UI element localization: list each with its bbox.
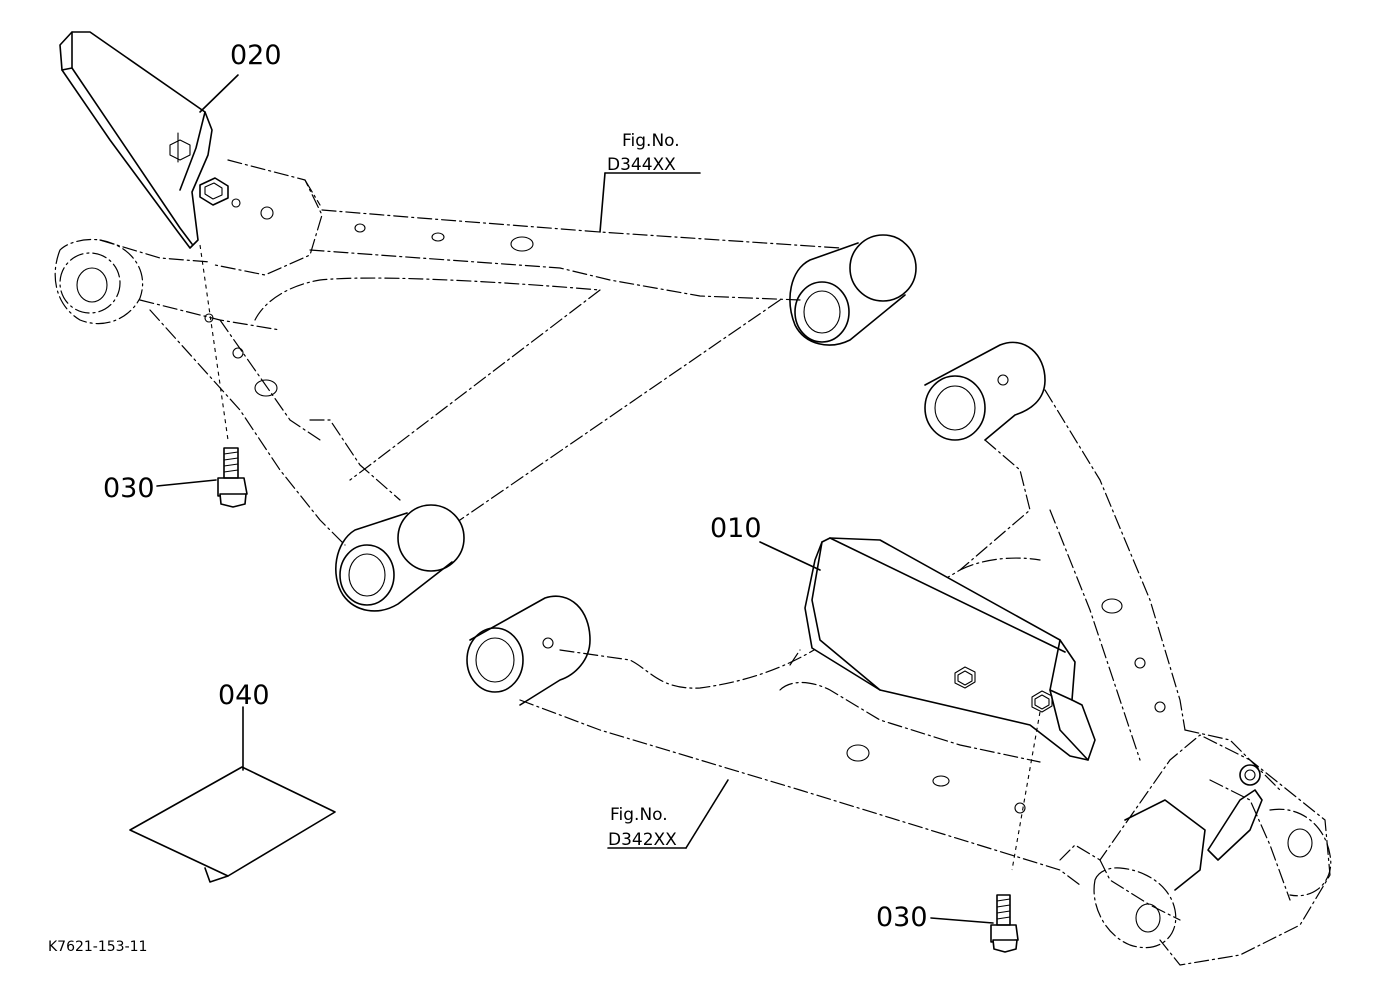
drawing-code: K7621-153-11 xyxy=(48,939,147,955)
callout-010: 010 xyxy=(710,513,762,544)
lower-arm-phantom xyxy=(466,341,1332,966)
fig-ref-lower-line2: D342XX xyxy=(608,830,677,850)
part-010-guard xyxy=(804,537,1096,761)
callout-020: 020 xyxy=(230,40,282,71)
bolt-030-right xyxy=(990,711,1041,953)
fig-ref-upper-line1: Fig.No. xyxy=(622,131,680,151)
part-020-guard xyxy=(59,31,229,249)
part-040-label xyxy=(129,766,336,883)
leader-lines xyxy=(156,74,994,924)
fig-ref-lower-line1: Fig.No. xyxy=(610,805,668,825)
callout-030-left: 030 xyxy=(103,473,155,504)
callout-040: 040 xyxy=(218,680,270,711)
upper-arm-phantom xyxy=(54,159,917,612)
callout-030-right: 030 xyxy=(876,902,928,933)
bolt-030-left xyxy=(199,244,248,508)
fig-ref-upper-line2: D344XX xyxy=(607,155,676,175)
